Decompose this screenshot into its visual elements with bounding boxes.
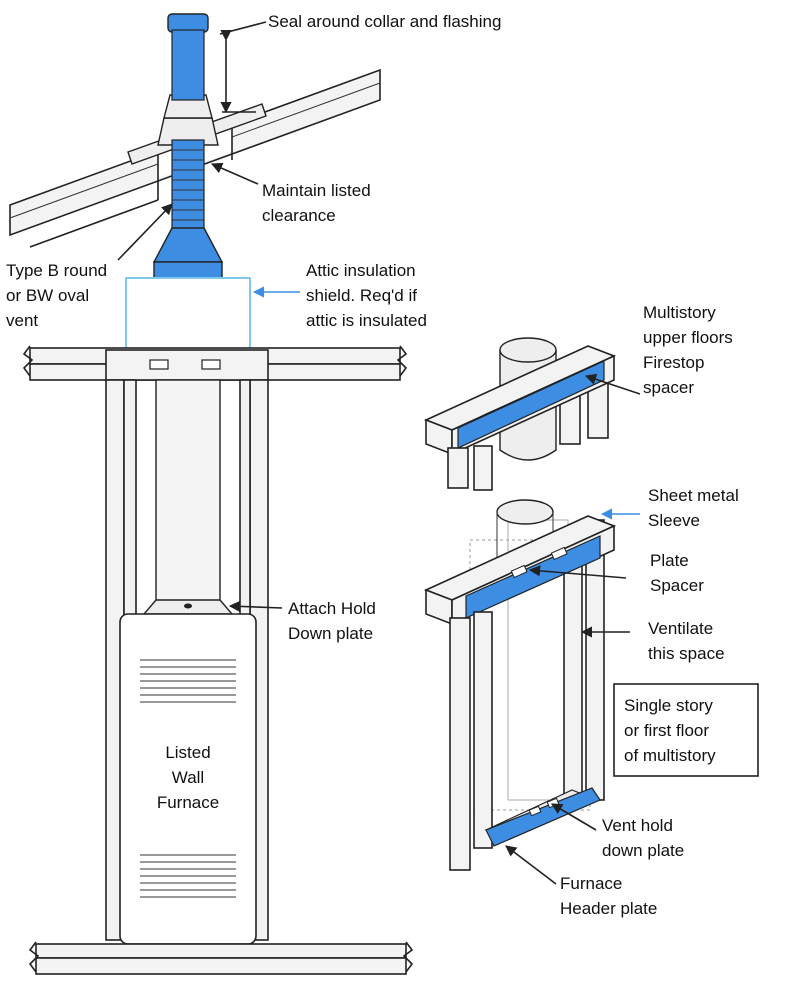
label-multistory-line4: spacer (643, 378, 694, 397)
label-seal: Seal around collar and flashing (268, 12, 501, 31)
clearance-dimension (219, 21, 267, 114)
label-attic-line1: Attic insulation (306, 261, 416, 280)
label-vent-hold-line1: Vent hold (602, 816, 673, 835)
vent-pipe-lower (155, 379, 221, 603)
label-hold-down-line1: Attach Hold (288, 599, 376, 618)
label-single-story-line3: of multistory (624, 746, 716, 765)
ceiling-plate (105, 349, 269, 381)
floor (28, 941, 414, 975)
firestop-spacer-assembly (423, 337, 617, 491)
label-furnace-line1: Listed (165, 743, 210, 762)
single-story-box (613, 683, 759, 777)
label-multistory-line3: Firestop (643, 353, 704, 372)
label-plate-spacer-line1: Plate (650, 551, 689, 570)
label-plate-spacer-line2: Spacer (650, 576, 704, 595)
vent-adapter (152, 227, 224, 263)
label-furnace-line2: Wall (172, 768, 204, 787)
label-sleeve-line2: Sleeve (648, 511, 700, 530)
label-vent-type-line2: or BW oval (6, 286, 89, 305)
label-multistory-line2: upper floors (643, 328, 733, 347)
label-vent-type-line3: vent (6, 311, 38, 330)
label-attic-line2: shield. Req'd if (306, 286, 417, 305)
vent-pipe (152, 13, 224, 279)
vent-cap (167, 13, 209, 33)
label-clearance-line1: Maintain listed (262, 181, 371, 200)
label-single-story-line2: or first floor (624, 721, 709, 740)
label-multistory-line1: Multistory (643, 303, 716, 322)
label-vent-type-line1: Type B round (6, 261, 107, 280)
label-hold-down-line2: Down plate (288, 624, 373, 643)
label-header-line2: Header plate (560, 899, 657, 918)
leader-lines (117, 162, 641, 885)
label-attic-line3: attic is insulated (306, 311, 427, 330)
label-sleeve-line1: Sheet metal (648, 486, 739, 505)
single-story-assembly (423, 499, 617, 871)
label-clearance-line2: clearance (262, 206, 336, 225)
label-furnace-line3: Furnace (157, 793, 219, 812)
label-ventilate-line2: this space (648, 644, 725, 663)
label-vent-hold-line2: down plate (602, 841, 684, 860)
label-ventilate-line1: Ventilate (648, 619, 713, 638)
attic-insulation-shield (125, 277, 251, 351)
label-header-line1: Furnace (560, 874, 622, 893)
label-single-story-line1: Single story (624, 696, 713, 715)
